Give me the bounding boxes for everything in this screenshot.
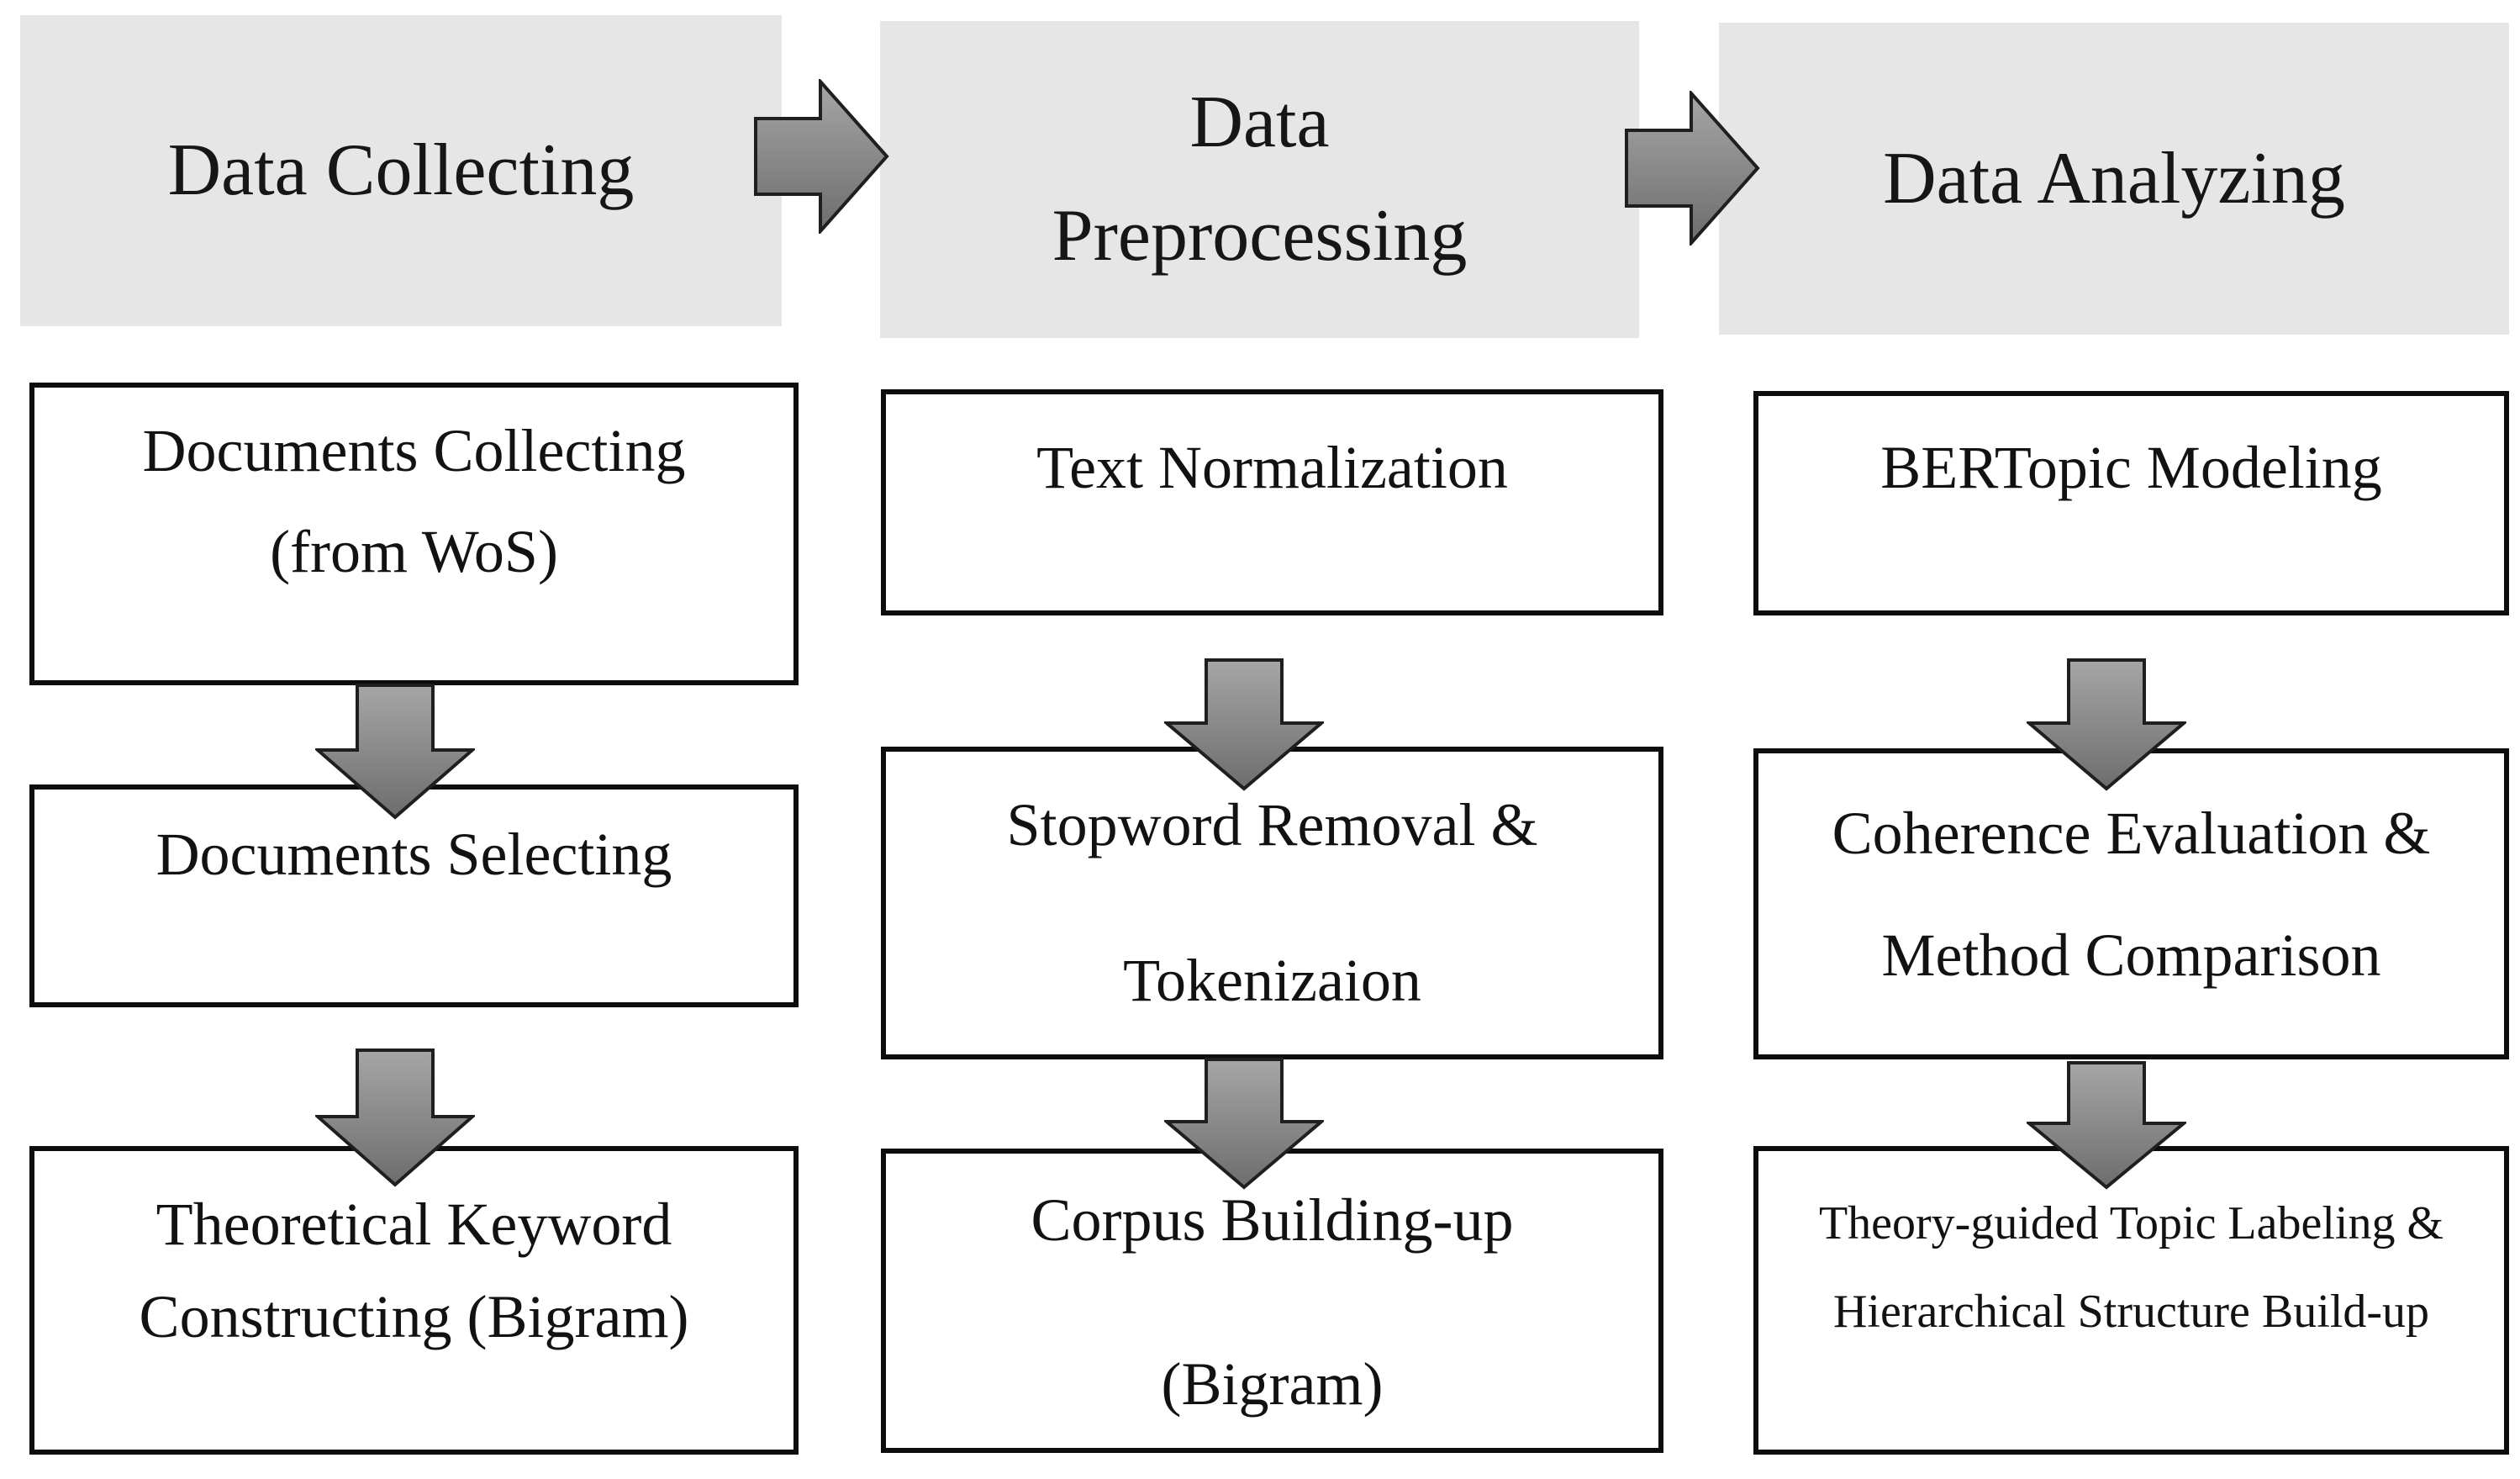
step-box-line: Hierarchical Structure Build-up xyxy=(1832,1286,2430,1338)
step-box-line: (Bigram) xyxy=(1161,1350,1384,1418)
step-box-documents-selecting: Documents Selecting xyxy=(29,784,799,1007)
step-box-line: BERTopic Modeling xyxy=(1880,434,2382,501)
step-box-text-normalization: Text Normalization xyxy=(881,389,1663,615)
arrow-down-icon xyxy=(2027,658,2186,791)
step-box-line: Documents Selecting xyxy=(156,821,672,888)
step-box-documents-collecting: Documents Collecting (from WoS) xyxy=(29,383,799,685)
step-box-line: (from WoS) xyxy=(270,518,558,585)
stage-header-data-analyzing: Data Analyzing xyxy=(1719,23,2509,335)
stage-header-label: Data xyxy=(1189,82,1330,163)
arrow-down-icon xyxy=(315,1049,475,1187)
stage-header-label: Data Collecting xyxy=(167,129,635,211)
stage-header-label: Data Analyzing xyxy=(1883,137,2345,219)
step-box-line: Documents Collecting xyxy=(142,417,686,484)
step-box-line: Theoretical Keyword xyxy=(156,1191,672,1258)
stage-header-data-preprocessing: Data Preprocessing xyxy=(880,21,1639,338)
step-box-line: Coherence Evaluation & xyxy=(1832,800,2431,867)
step-box-line: Tokenizaion xyxy=(1123,947,1421,1014)
step-box-bertopic-modeling: BERTopic Modeling xyxy=(1753,391,2509,615)
step-box-line: Corpus Building-up xyxy=(1031,1186,1514,1254)
step-box-line: Method Comparison xyxy=(1881,922,2381,989)
arrow-down-icon xyxy=(1164,658,1324,791)
arrow-down-icon xyxy=(1164,1058,1324,1190)
step-box-line: Text Normalization xyxy=(1036,434,1508,501)
step-box-coherence-evaluation: Coherence Evaluation & Method Comparison xyxy=(1753,748,2509,1059)
step-box-stopword-removal-tokenization: Stopword Removal & Tokenizaion xyxy=(881,747,1663,1059)
arrow-down-icon xyxy=(2027,1061,2186,1190)
arrow-right-icon xyxy=(1625,91,1760,246)
step-box-theory-guided-topic-labeling: Theory-guided Topic Labeling & Hierarchi… xyxy=(1753,1146,2509,1455)
step-box-line: Stopword Removal & xyxy=(1006,791,1538,858)
step-box-theoretical-keyword-constructing: Theoretical Keyword Constructing (Bigram… xyxy=(29,1146,799,1455)
arrow-down-icon xyxy=(315,684,475,820)
step-box-line: Constructing (Bigram) xyxy=(139,1283,689,1350)
stage-header-label: Preprocessing xyxy=(1052,195,1468,277)
step-box-line: Theory-guided Topic Labeling & xyxy=(1818,1197,2444,1249)
arrow-right-icon xyxy=(754,79,889,234)
step-box-corpus-building-up: Corpus Building-up (Bigram) xyxy=(881,1149,1663,1453)
stage-header-data-collecting: Data Collecting xyxy=(20,15,782,326)
